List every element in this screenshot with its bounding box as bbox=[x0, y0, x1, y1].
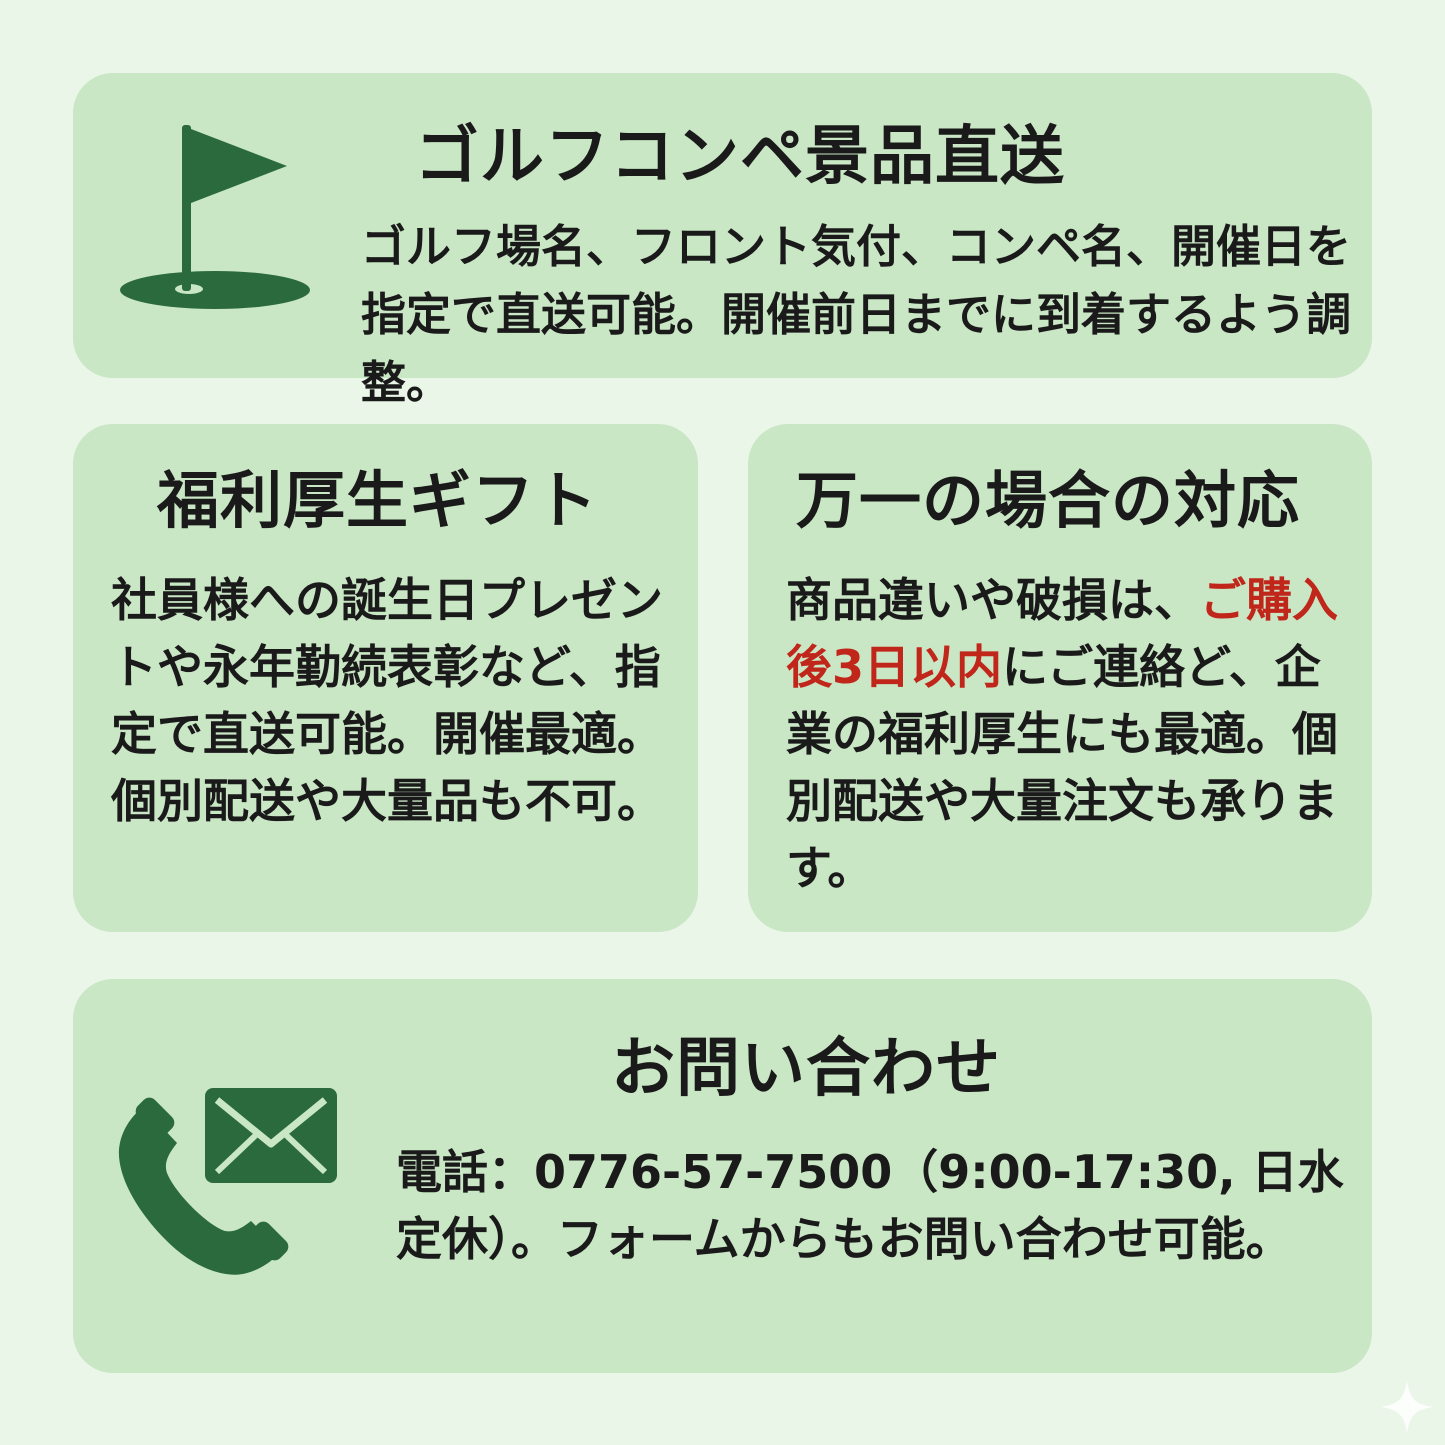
contact-card-title: お問い合わせ bbox=[611, 1032, 1001, 1106]
contact-card-description: 電話：0776-57-7500（9:00-17:30, 日水定休）。フォームから… bbox=[396, 1145, 1344, 1266]
golf-prize-card: ゴルフコンペ景品直送 ゴルフ場名、フロント気付、コンペ名、開催日を指定で直送可能… bbox=[73, 73, 1372, 409]
golf-card-title: ゴルフコンペ景品直送 bbox=[415, 120, 1065, 194]
golf-flag-icon bbox=[120, 125, 310, 309]
mail-icon bbox=[205, 1088, 337, 1183]
welfare-gift-card: 福利厚生ギフト 社員様への誕生日プレゼントや永年勤続表彰など、指定で直送可能。開… bbox=[73, 424, 698, 932]
trouble-support-card: 万一の場合の対応 商品違いや破損は、ご購入後3日以内にご連絡ど、企業の福利厚生に… bbox=[748, 424, 1372, 932]
welfare-card-description: 社員様への誕生日プレゼントや永年勤続表彰など、指定で直送可能。開催最適。個別配送… bbox=[111, 573, 663, 828]
golf-card-description: ゴルフ場名、フロント気付、コンペ名、開催日を指定で直送可能。開催前日までに到着す… bbox=[361, 220, 1352, 409]
trouble-card-description: 商品違いや破損は、ご購入後3日以内にご連絡ど、企業の福利厚生にも最適。個別配送や… bbox=[786, 567, 1356, 902]
trouble-card-title: 万一の場合の対応 bbox=[796, 464, 1301, 537]
phone-icon bbox=[118, 1097, 289, 1275]
trouble-deadline-highlight: ご購入後3日以内 bbox=[786, 573, 1338, 694]
welfare-card-title: 福利厚生ギフト bbox=[157, 464, 599, 537]
contact-card: お問い合わせ 電話：0776-57-7500（9:00-17:30, 日水定休）… bbox=[73, 979, 1372, 1373]
trouble-text-after: にご連絡ど、企業の福利厚生にも最適。個別配送や大量注文も承ります。 bbox=[786, 640, 1338, 895]
sparkle-icon bbox=[1381, 1381, 1433, 1433]
trouble-text-before: 商品違いや破損は、 bbox=[786, 573, 1200, 627]
